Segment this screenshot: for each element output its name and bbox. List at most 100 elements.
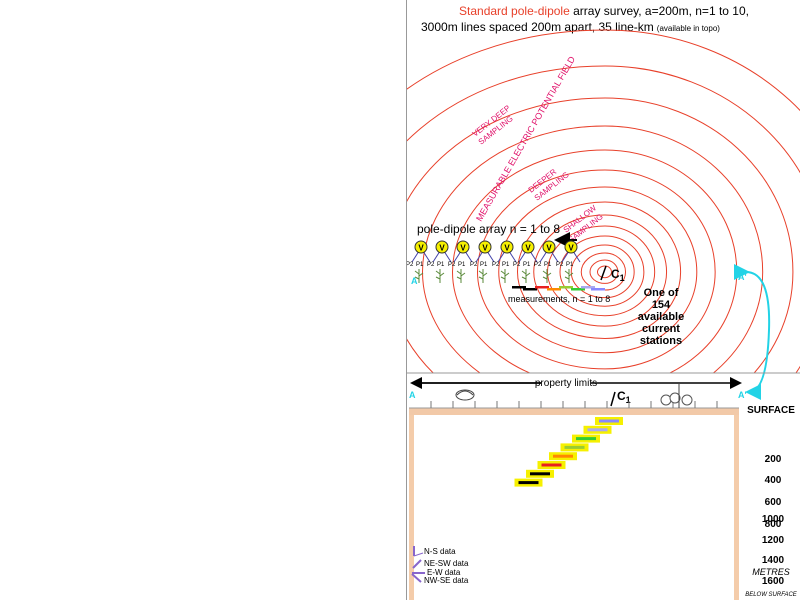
depth-label: 400 <box>765 475 782 486</box>
contour-ring <box>421 125 764 373</box>
stations-line-2: 154 <box>652 299 671 311</box>
boulder-icon <box>455 389 475 401</box>
plant-icon <box>500 270 510 280</box>
voltmeter-label: V <box>525 244 531 253</box>
section-a-right: A' <box>738 390 747 400</box>
plant-icon <box>478 270 488 280</box>
section-bar <box>553 454 573 458</box>
voltmeter-icon <box>564 240 578 254</box>
voltmeter-label: V <box>568 244 574 253</box>
survey-diagram: Standard pole-dipole array survey, a=200… <box>406 4 800 600</box>
voltmeter-label: V <box>439 244 445 253</box>
electrode-p1-label: P1 <box>437 262 445 268</box>
title-highlight: Standard pole-dipole <box>459 4 570 18</box>
legend-nesw-symbol <box>412 559 422 569</box>
left-boundary <box>409 415 414 600</box>
contour-ring <box>407 65 800 373</box>
direction-legend: N-S data NE-SW data E-W data NW-SE data <box>411 546 469 585</box>
c1-pointer <box>600 265 607 281</box>
electrode-p1-label: P1 <box>458 262 466 268</box>
electrode-p2-label: P2 <box>470 262 478 268</box>
electrode-p1-label: P1 <box>480 262 488 268</box>
plant-icon <box>564 270 574 280</box>
electrode-p1-label: P1 <box>502 262 510 268</box>
survey-diagram-panel: Standard pole-dipole array survey, a=200… <box>406 0 800 600</box>
contour-ring <box>559 235 645 307</box>
contour-ring <box>451 149 738 373</box>
map-bar <box>547 288 561 291</box>
potential-field-contours <box>407 29 800 373</box>
section-c1-pointer <box>610 391 616 407</box>
electrode-p1-label: P1 <box>523 262 531 268</box>
voltmeter-label: V <box>418 244 424 253</box>
section-bar <box>564 445 585 449</box>
plant-icon <box>521 270 531 280</box>
contour-ring <box>516 201 682 340</box>
electrode-p2-label: P2 <box>448 262 456 268</box>
title-line-2-text: 3000m lines spaced 200m apart, 35 line-k… <box>421 20 654 34</box>
section-measurement-bars <box>514 417 623 487</box>
title-line-1: Standard pole-dipole array survey, a=200… <box>459 4 749 18</box>
map-measurement-bars <box>512 286 605 291</box>
units-label: METRES <box>752 567 790 577</box>
stations-line-1: One of <box>644 287 679 299</box>
voltmeter-icon <box>414 240 428 254</box>
stations-text: One of 154 available current stations <box>638 287 684 347</box>
contour-ring <box>533 214 668 327</box>
electrode-p1-label: P1 <box>544 262 552 268</box>
electrode-p1-label: P1 <box>566 262 574 268</box>
plant-icon <box>414 270 424 280</box>
depth-label: 1000 <box>762 514 785 525</box>
stations-line-4: current <box>642 323 680 335</box>
stations-line-3: available <box>638 311 684 323</box>
section-c1-label: C1 <box>617 389 631 405</box>
contour-ring <box>589 259 619 284</box>
title-note: (available in topo) <box>657 24 720 33</box>
measurements-label: measurements, n = 1 to 8 <box>508 294 610 304</box>
contour-ring <box>407 97 794 373</box>
map-bar <box>571 288 585 291</box>
section-bar <box>587 428 608 432</box>
section-bar <box>518 481 539 485</box>
voltmeter-icon <box>456 240 470 254</box>
plant-icon <box>456 270 466 280</box>
contour-ring <box>596 265 612 279</box>
contour-ring <box>570 244 635 299</box>
voltmeter-label: V <box>460 244 466 253</box>
legend-nwse-symbol <box>411 573 422 583</box>
legend-nesw-label: NE-SW data <box>424 559 469 568</box>
c1-label: C1 <box>611 267 625 283</box>
contour-ring <box>498 186 698 354</box>
right-boundary <box>734 415 739 600</box>
map-a-left: A <box>411 276 418 286</box>
surface-label: SURFACE <box>747 405 795 416</box>
voltmeter-icon <box>435 240 449 254</box>
property-limits-bg <box>541 376 591 388</box>
electrode-p2-label: P2 <box>513 262 521 268</box>
map-bar <box>581 286 595 289</box>
section-bar <box>541 463 562 467</box>
voltmeter-icon <box>521 240 535 254</box>
tree-icon <box>660 384 693 408</box>
legend-ew-label: E-W data <box>427 568 461 577</box>
voltmeter-icon <box>500 240 514 254</box>
profile-connector-arrow <box>733 263 771 400</box>
below-surface-label: BELOW SURFACE <box>745 592 798 598</box>
section-bar <box>599 419 619 423</box>
electrode-p2-label: P2 <box>556 262 564 268</box>
plant-icon <box>435 270 445 280</box>
surface-band <box>409 408 739 415</box>
legend-ns-label: N-S data <box>424 547 456 556</box>
electrode-p2-label: P2 <box>407 262 414 268</box>
contour-ring <box>476 169 716 370</box>
map-bar <box>523 288 537 291</box>
map-bar <box>591 288 605 291</box>
contour-ring <box>580 252 627 291</box>
voltmeter-label: V <box>482 244 488 253</box>
voltmeter-label: V <box>546 244 552 253</box>
plant-icon <box>542 270 552 280</box>
section-a-left: A <box>409 390 416 400</box>
depth-label: 800 <box>765 519 782 530</box>
